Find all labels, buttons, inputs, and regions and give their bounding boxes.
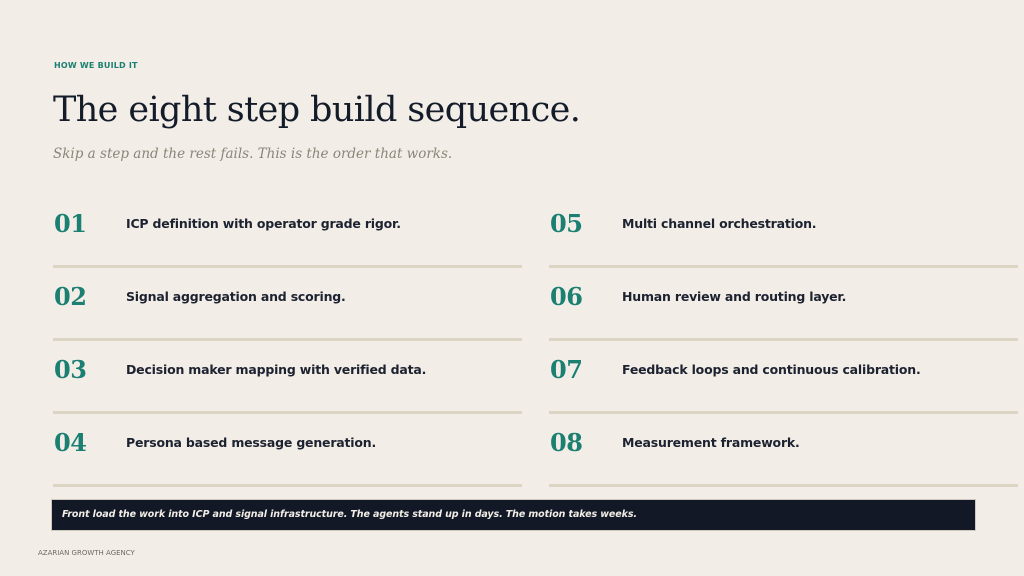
step-label: Measurement framework.: [622, 435, 800, 450]
step-item-01: 01 ICP definition with operator grade ri…: [53, 195, 522, 268]
step-number: 07: [550, 355, 583, 384]
step-number: 04: [54, 428, 87, 457]
step-label: Decision maker mapping with verified dat…: [126, 362, 427, 377]
page-subtitle: Skip a step and the rest fails. This is …: [53, 146, 453, 162]
step-number: 06: [550, 282, 583, 311]
step-number: 08: [550, 428, 583, 457]
step-label: Human review and routing layer.: [622, 289, 847, 304]
footer-brand: AZARIAN GROWTH AGENCY: [38, 549, 135, 557]
step-number: 01: [54, 209, 87, 238]
step-number: 03: [54, 355, 87, 384]
step-item-06: 06 Human review and routing layer.: [549, 268, 1018, 341]
step-label: Feedback loops and continuous calibratio…: [622, 362, 921, 377]
step-item-08: 08 Measurement framework.: [549, 414, 1018, 487]
page-title: The eight step build sequence.: [53, 90, 581, 130]
callout-text: Front load the work into ICP and signal …: [62, 509, 637, 520]
step-label: ICP definition with operator grade rigor…: [126, 216, 401, 231]
section-eyebrow: HOW WE BUILD IT: [54, 61, 138, 70]
step-item-05: 05 Multi channel orchestration.: [549, 195, 1018, 268]
step-label: Multi channel orchestration.: [622, 216, 817, 231]
step-number: 05: [550, 209, 583, 238]
step-item-07: 07 Feedback loops and continuous calibra…: [549, 341, 1018, 414]
step-number: 02: [54, 282, 87, 311]
step-label: Signal aggregation and scoring.: [126, 289, 346, 304]
step-label: Persona based message generation.: [126, 435, 377, 450]
step-item-03: 03 Decision maker mapping with verified …: [53, 341, 522, 414]
step-item-04: 04 Persona based message generation.: [53, 414, 522, 487]
step-item-02: 02 Signal aggregation and scoring.: [53, 268, 522, 341]
callout-banner: Front load the work into ICP and signal …: [51, 499, 976, 531]
